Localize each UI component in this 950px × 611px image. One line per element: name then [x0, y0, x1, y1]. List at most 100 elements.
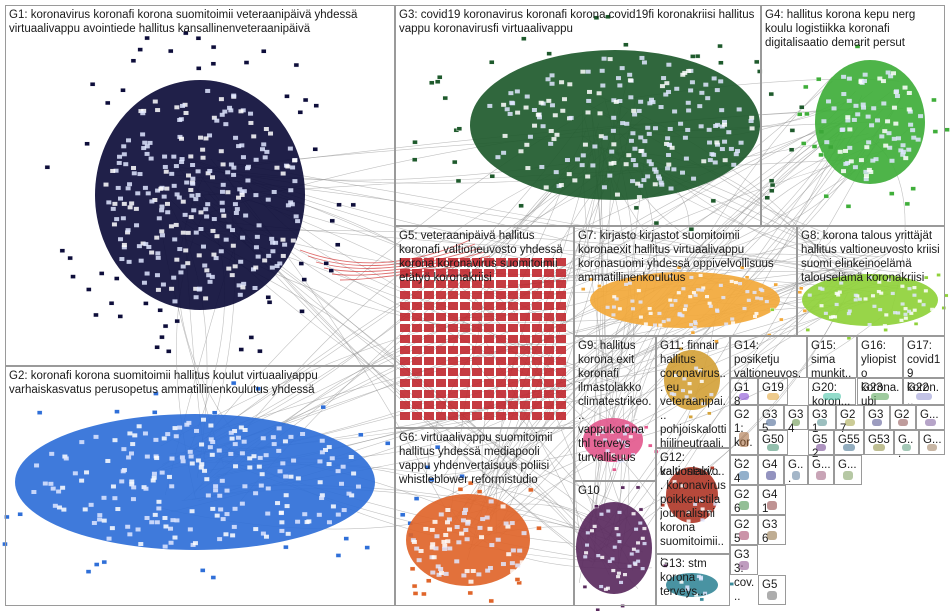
node-icon	[805, 328, 811, 332]
node-icon	[172, 299, 178, 304]
node-icon	[718, 60, 724, 65]
node-icon	[135, 527, 141, 532]
node-icon	[44, 165, 51, 170]
node-icon	[907, 309, 912, 313]
node-icon	[847, 309, 852, 313]
node-icon	[184, 422, 190, 427]
node-icon	[631, 453, 636, 457]
node-icon	[182, 102, 188, 107]
node-icon	[614, 526, 619, 531]
node-icon	[282, 242, 288, 247]
node-icon	[329, 456, 335, 461]
node-icon	[151, 471, 157, 476]
node-icon	[624, 282, 629, 286]
node-icon	[613, 99, 619, 104]
node-icon	[162, 154, 168, 159]
node-icon	[508, 346, 518, 354]
node-icon	[270, 249, 276, 254]
node-icon	[624, 121, 630, 126]
node-icon	[234, 207, 240, 212]
node-icon	[700, 507, 705, 511]
node-icon	[733, 152, 739, 157]
node-icon	[749, 126, 755, 131]
node-icon	[164, 186, 170, 191]
node-icon	[346, 491, 352, 496]
node-icon	[214, 118, 220, 123]
node-icon	[169, 171, 175, 176]
group-box-g16: G16: yliopisto korona...	[857, 336, 903, 408]
node-icon	[691, 176, 697, 181]
node-icon	[614, 192, 620, 197]
cluster-blob	[583, 418, 643, 462]
node-icon	[889, 191, 895, 196]
node-icon	[505, 524, 511, 529]
node-icon	[199, 442, 205, 447]
group-box-g31: G31	[808, 405, 836, 435]
node-icon	[484, 291, 494, 299]
node-icon	[683, 156, 689, 161]
node-icon	[544, 368, 554, 376]
node-icon	[688, 390, 693, 394]
node-icon	[211, 217, 217, 222]
group-label-gs2: G...	[898, 434, 914, 460]
node-icon	[114, 276, 120, 281]
node-icon	[582, 142, 588, 147]
node-icon	[480, 517, 486, 522]
node-icon	[97, 517, 103, 522]
node-icon	[400, 346, 410, 354]
node-icon	[592, 524, 597, 528]
node-icon	[630, 299, 635, 303]
node-icon	[599, 584, 604, 589]
node-icon	[162, 515, 168, 520]
node-icon	[349, 493, 355, 498]
cluster-g13	[666, 573, 734, 602]
node-icon	[877, 280, 882, 284]
node-icon	[210, 228, 216, 233]
group-label-g14: G14: posiketju valtioneuvos...	[734, 340, 802, 394]
group-box-g53: G53	[864, 430, 894, 455]
node-icon	[707, 411, 712, 416]
node-icon	[180, 230, 186, 235]
node-icon	[664, 141, 670, 146]
node-icon	[845, 118, 851, 123]
node-icon	[188, 454, 194, 459]
node-icon	[906, 147, 912, 152]
node-icon	[839, 128, 845, 133]
node-icon	[561, 97, 567, 102]
node-icon	[319, 496, 325, 501]
node-icon	[879, 134, 885, 139]
cluster-g12	[660, 466, 718, 523]
node-icon	[241, 189, 247, 194]
node-icon	[484, 515, 490, 520]
node-icon	[707, 509, 712, 514]
node-icon	[335, 553, 342, 558]
node-icon	[260, 147, 266, 152]
node-icon	[659, 84, 665, 89]
node-icon	[628, 435, 633, 439]
node-icon	[202, 263, 208, 268]
node-icon	[689, 275, 694, 280]
node-icon	[729, 279, 734, 283]
node-icon	[672, 109, 678, 114]
node-icon	[601, 185, 607, 190]
node-icon	[172, 237, 178, 242]
node-icon	[605, 586, 610, 590]
node-icon	[636, 559, 641, 563]
edge	[433, 127, 858, 504]
node-icon	[247, 456, 253, 461]
node-icon	[587, 89, 593, 94]
node-icon	[194, 428, 200, 433]
node-icon	[520, 390, 530, 398]
node-icon	[712, 160, 718, 165]
node-icon	[876, 289, 881, 294]
node-icon	[116, 160, 122, 165]
node-icon	[400, 357, 410, 365]
node-icon	[101, 518, 107, 523]
node-icon	[932, 129, 939, 134]
node-icon	[436, 258, 446, 266]
node-icon	[152, 99, 158, 104]
node-icon	[459, 474, 465, 479]
node-icon	[174, 518, 180, 523]
node-icon	[97, 513, 103, 518]
node-icon	[472, 258, 482, 266]
